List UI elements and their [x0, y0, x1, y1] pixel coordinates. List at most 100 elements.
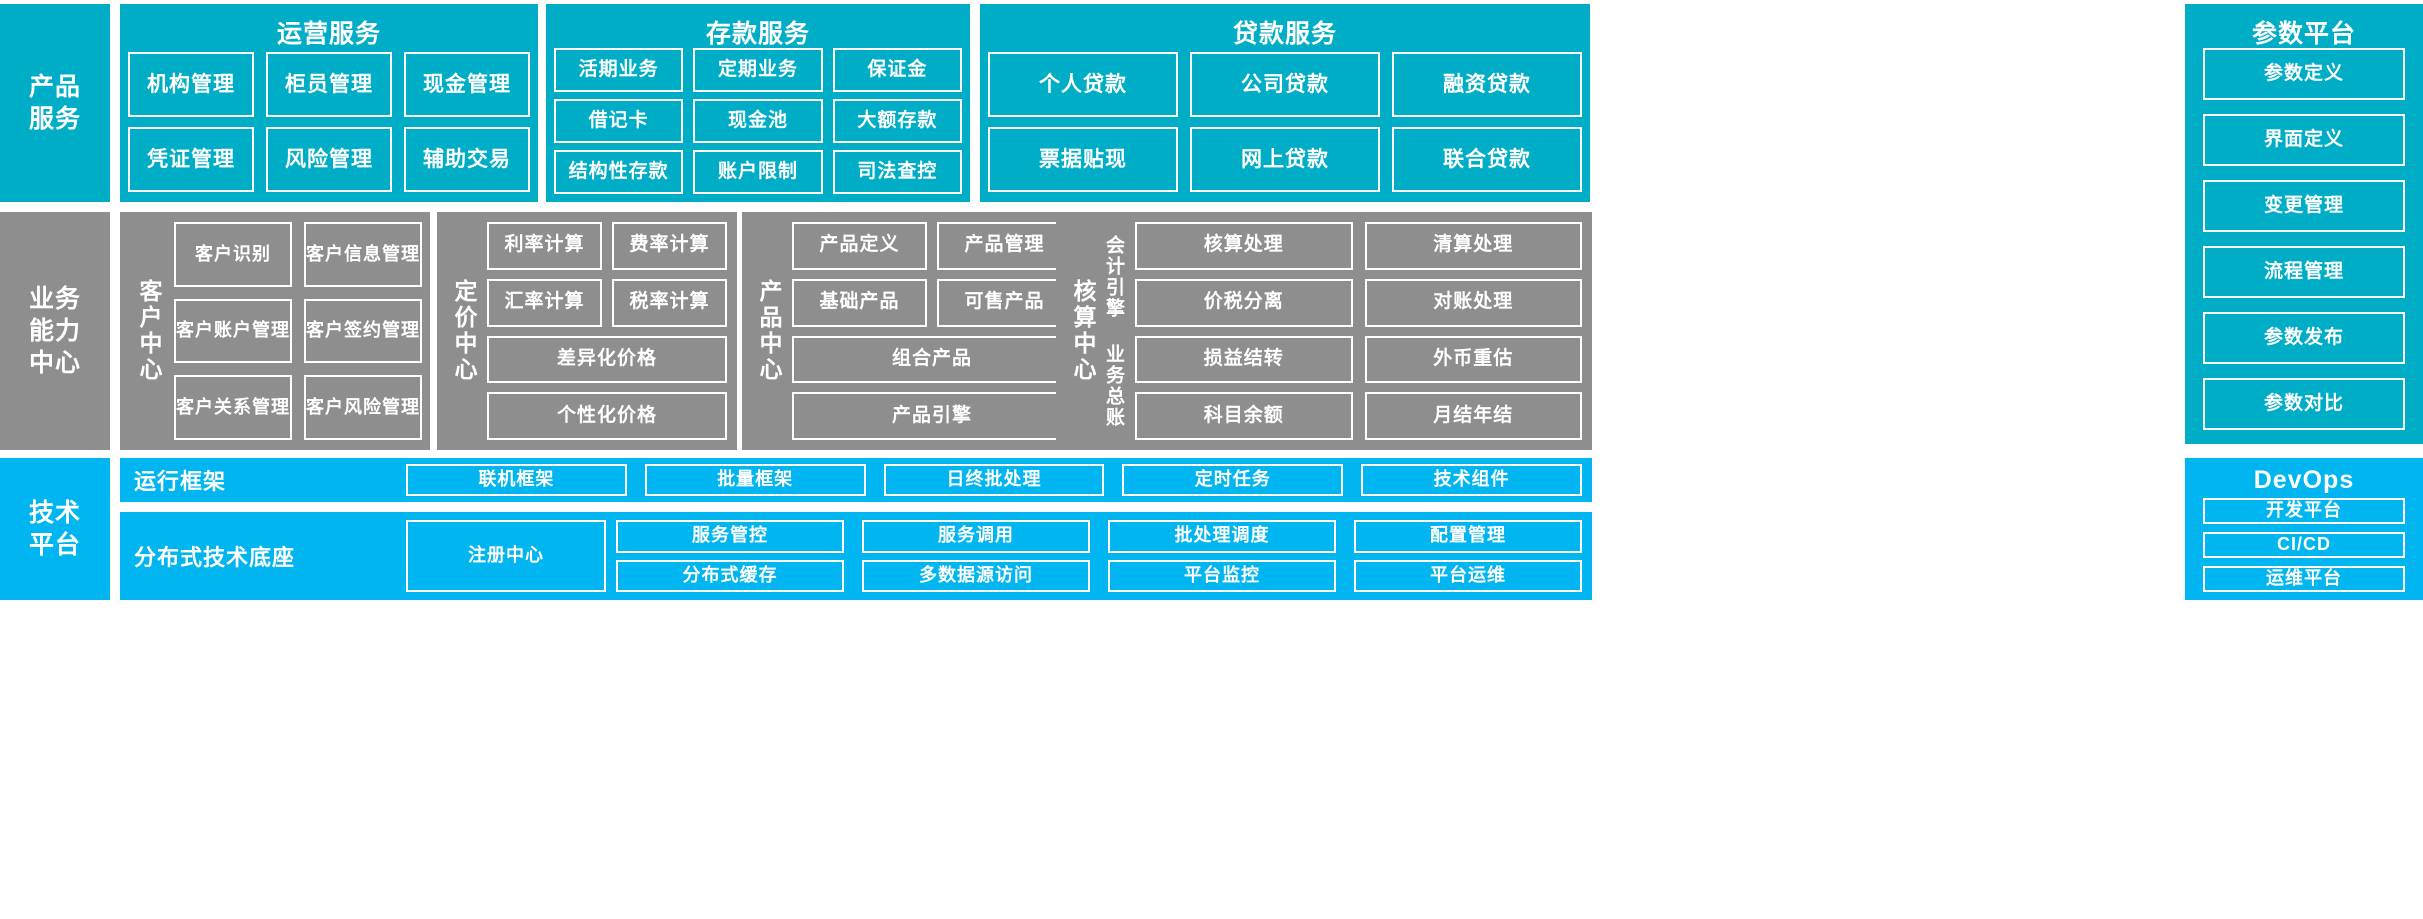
tile-devops-2[interactable]: 运维平台 — [2203, 566, 2405, 592]
tile-runtime-2[interactable]: 日终批处理 — [883, 464, 1105, 496]
tile-base-2[interactable]: 批处理调度 — [1108, 520, 1336, 553]
tile-operations-1[interactable]: 柜员管理 — [266, 52, 392, 117]
tile-operations-4[interactable]: 风险管理 — [266, 127, 392, 192]
tile-product-1[interactable]: 产品管理 — [937, 222, 1072, 270]
tile-deposit-1[interactable]: 定期业务 — [693, 48, 823, 92]
tile-grid-deposit-services: 活期业务 定期业务 保证金 借记卡 现金池 大额存款 结构性存款 账户限制 司法… — [554, 48, 962, 194]
tile-accounting-4[interactable]: 损益结转 — [1135, 335, 1353, 384]
panel-parameter-platform: 参数平台 参数定义 界面定义 变更管理 流程管理 参数发布 参数对比 — [2185, 4, 2423, 444]
tile-accounting-5[interactable]: 外币重估 — [1364, 335, 1582, 384]
tile-pricing-0[interactable]: 利率计算 — [487, 222, 602, 270]
tile-accounting-2[interactable]: 价税分离 — [1135, 278, 1353, 327]
tile-deposit-6[interactable]: 结构性存款 — [554, 150, 684, 194]
tile-loan-0[interactable]: 个人贷款 — [988, 52, 1178, 117]
tile-devops-0[interactable]: 开发平台 — [2203, 498, 2405, 524]
tile-customer-3[interactable]: 客户签约管理 — [304, 298, 422, 364]
tile-pricing-4[interactable]: 差异化价格 — [487, 335, 727, 384]
tile-grid-customer-center: 客户识别 客户信息管理 客户账户管理 客户签约管理 客户关系管理 客户风险管理 — [174, 222, 422, 440]
group-accounting-center: 核算中心 会计引擎 业务总账 核算处理 清算处理 价税分离 对账处理 损益结转 … — [1056, 212, 1592, 450]
tile-grid-loan-services: 个人贷款 公司贷款 融资贷款 票据贴现 网上贷款 联合贷款 — [988, 52, 1582, 192]
tile-product-0[interactable]: 产品定义 — [792, 222, 927, 270]
tile-product-2[interactable]: 基础产品 — [792, 278, 927, 327]
group-vlabel-product-center: 产品中心 — [756, 279, 782, 383]
group-title-operations-services: 运营服务 — [276, 20, 381, 48]
tile-pricing-3[interactable]: 税率计算 — [612, 278, 727, 327]
band-label-product-services: 产品 服务 — [0, 4, 110, 202]
tile-pricing-5[interactable]: 个性化价格 — [487, 392, 727, 440]
tile-param-5[interactable]: 参数对比 — [2203, 378, 2405, 430]
tile-base-5[interactable]: 多数据源访问 — [862, 559, 1090, 592]
group-vlabel-pricing-center: 定价中心 — [451, 279, 477, 383]
tile-operations-3[interactable]: 凭证管理 — [128, 127, 254, 192]
group-label-runtime-framework: 运行框架 — [134, 469, 227, 494]
tile-param-3[interactable]: 流程管理 — [2203, 246, 2405, 298]
tile-grid-operations-services: 机构管理 柜员管理 现金管理 凭证管理 风险管理 辅助交易 — [128, 52, 530, 192]
tile-customer-1[interactable]: 客户信息管理 — [304, 222, 422, 287]
tile-grid-runtime-framework: 联机框架 批量框架 日终批处理 定时任务 技术组件 — [406, 464, 1582, 496]
tile-grid-distributed-base: 服务管控 服务调用 批处理调度 配置管理 分布式缓存 多数据源访问 平台监控 平… — [616, 520, 1582, 592]
tile-customer-5[interactable]: 客户风险管理 — [304, 375, 422, 440]
tile-pricing-1[interactable]: 费率计算 — [612, 222, 727, 270]
tile-list-parameter-platform: 参数定义 界面定义 变更管理 流程管理 参数发布 参数对比 — [2203, 48, 2405, 430]
tile-base-1[interactable]: 服务调用 — [862, 520, 1090, 553]
tile-grid-accounting-center: 核算处理 清算处理 价税分离 对账处理 损益结转 外币重估 科目余额 月结年结 — [1135, 222, 1582, 440]
tile-runtime-1[interactable]: 批量框架 — [644, 464, 866, 496]
tile-runtime-3[interactable]: 定时任务 — [1122, 464, 1344, 496]
tile-base-3[interactable]: 配置管理 — [1354, 520, 1582, 553]
tile-product-5[interactable]: 产品引擎 — [792, 392, 1072, 440]
tile-customer-2[interactable]: 客户账户管理 — [174, 298, 292, 364]
group-vlabel-accounting-center: 核算中心 — [1070, 279, 1096, 383]
tile-list-devops: 开发平台 CI/CD 运维平台 — [2203, 498, 2405, 592]
band-label-technical-platform: 技术 平台 — [0, 458, 110, 600]
tile-accounting-6[interactable]: 科目余额 — [1135, 392, 1353, 440]
tile-deposit-0[interactable]: 活期业务 — [554, 48, 684, 92]
tile-product-3[interactable]: 可售产品 — [937, 278, 1072, 327]
tile-deposit-8[interactable]: 司法查控 — [832, 150, 962, 194]
tile-deposit-7[interactable]: 账户限制 — [693, 150, 823, 194]
group-deposit-services: 存款服务 活期业务 定期业务 保证金 借记卡 现金池 大额存款 结构性存款 账户… — [546, 4, 970, 202]
panel-title-parameter-platform: 参数平台 — [2251, 20, 2356, 48]
tile-param-4[interactable]: 参数发布 — [2203, 312, 2405, 364]
tile-deposit-3[interactable]: 借记卡 — [554, 99, 684, 143]
tile-grid-product-center: 产品定义 产品管理 基础产品 可售产品 组合产品 产品引擎 — [792, 222, 1072, 440]
tile-param-1[interactable]: 界面定义 — [2203, 114, 2405, 166]
tile-base-6[interactable]: 平台监控 — [1108, 559, 1336, 592]
group-loan-services: 贷款服务 个人贷款 公司贷款 融资贷款 票据贴现 网上贷款 联合贷款 — [980, 4, 1590, 202]
group-operations-services: 运营服务 机构管理 柜员管理 现金管理 凭证管理 风险管理 辅助交易 — [120, 4, 538, 202]
tile-operations-2[interactable]: 现金管理 — [404, 52, 530, 117]
group-runtime-framework: 运行框架 联机框架 批量框架 日终批处理 定时任务 技术组件 — [120, 458, 1592, 502]
tile-param-2[interactable]: 变更管理 — [2203, 180, 2405, 232]
group-pricing-center: 定价中心 利率计算 费率计算 汇率计算 税率计算 差异化价格 个性化价格 — [437, 212, 737, 450]
tile-deposit-2[interactable]: 保证金 — [832, 48, 962, 92]
panel-devops: DevOps 开发平台 CI/CD 运维平台 — [2185, 458, 2423, 600]
tile-loan-5[interactable]: 联合贷款 — [1392, 127, 1582, 192]
tile-accounting-1[interactable]: 清算处理 — [1364, 222, 1582, 270]
tile-param-0[interactable]: 参数定义 — [2203, 48, 2405, 100]
tile-product-4[interactable]: 组合产品 — [792, 335, 1072, 384]
tile-operations-5[interactable]: 辅助交易 — [404, 127, 530, 192]
group-title-loan-services: 贷款服务 — [1232, 20, 1337, 48]
group-sublabels-accounting-center: 会计引擎 业务总账 — [1100, 222, 1127, 440]
tile-accounting-7[interactable]: 月结年结 — [1364, 392, 1582, 440]
tile-accounting-0[interactable]: 核算处理 — [1135, 222, 1353, 270]
tile-runtime-0[interactable]: 联机框架 — [406, 464, 627, 496]
tile-customer-4[interactable]: 客户关系管理 — [174, 375, 292, 440]
tile-loan-1[interactable]: 公司贷款 — [1190, 52, 1380, 117]
tile-deposit-4[interactable]: 现金池 — [693, 99, 823, 143]
tile-base-0[interactable]: 服务管控 — [616, 520, 844, 553]
tile-base-7[interactable]: 平台运维 — [1354, 559, 1582, 592]
tile-base-4[interactable]: 分布式缓存 — [616, 559, 844, 592]
tile-registry-center[interactable]: 注册中心 — [406, 520, 606, 592]
tile-accounting-3[interactable]: 对账处理 — [1364, 278, 1582, 327]
tile-runtime-4[interactable]: 技术组件 — [1361, 464, 1582, 496]
tile-devops-1[interactable]: CI/CD — [2203, 532, 2405, 558]
tile-pricing-2[interactable]: 汇率计算 — [487, 278, 602, 327]
tile-customer-0[interactable]: 客户识别 — [174, 222, 292, 287]
tile-loan-2[interactable]: 融资贷款 — [1392, 52, 1582, 117]
tile-deposit-5[interactable]: 大额存款 — [832, 99, 962, 143]
tile-loan-3[interactable]: 票据贴现 — [988, 127, 1178, 192]
tile-loan-4[interactable]: 网上贷款 — [1190, 127, 1380, 192]
panel-title-devops: DevOps — [2253, 466, 2355, 494]
tile-operations-0[interactable]: 机构管理 — [128, 52, 254, 117]
